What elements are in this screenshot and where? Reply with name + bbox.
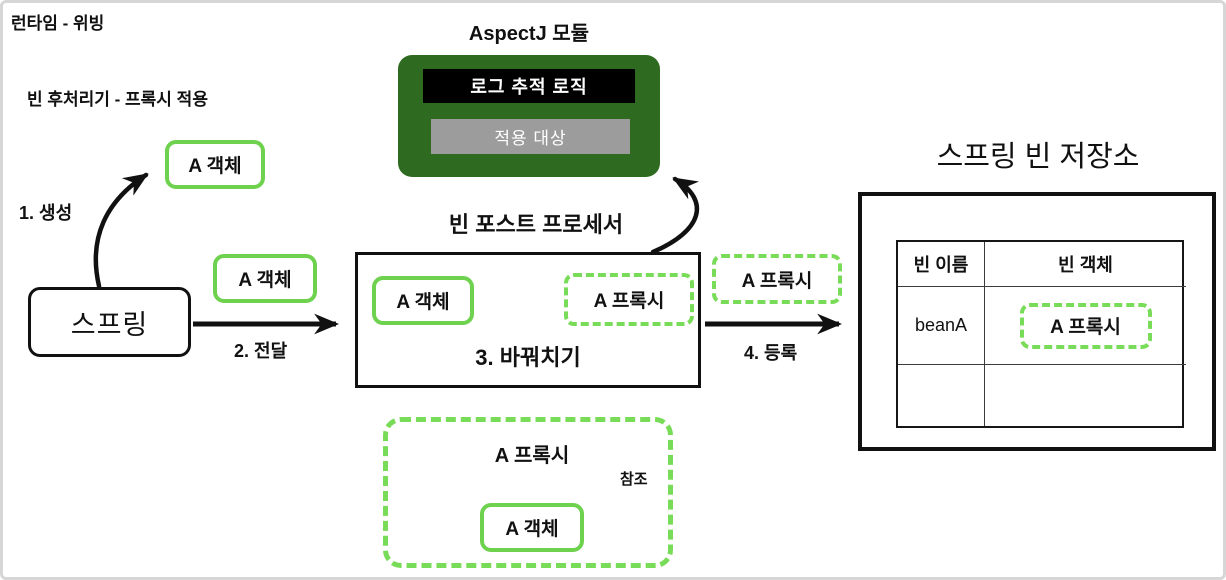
post-processor-title: 빈 포스트 프로세서: [448, 212, 624, 237]
a-proxy-box-in-table: A 프록시: [1019, 302, 1152, 349]
bean-name-value: beanA: [914, 315, 968, 335]
repository-title: 스프링 빈 저장소: [936, 141, 1140, 173]
a-object-box-referenced: A 객체: [480, 503, 584, 552]
a-object-box-inside-processor: A 객체: [372, 276, 474, 325]
bean-table-header-object: 빈 객체: [985, 242, 1186, 287]
step-deliver-label: 2. 전달: [234, 341, 288, 361]
apply-target-label: 적용 대상: [494, 129, 567, 148]
reference-label: 참조: [620, 471, 648, 488]
bean-table: 빈 이름 빈 객체 beanA A 프록시: [896, 240, 1186, 428]
table-row-beanA-object: A 프록시: [985, 287, 1186, 365]
a-object-label: A 객체: [396, 292, 450, 313]
a-proxy-label: A 프록시: [1050, 317, 1121, 338]
aspectj-title: AspectJ 모듈: [468, 23, 590, 45]
a-object-label: A 객체: [238, 270, 292, 291]
a-object-box-delivered: A 객체: [213, 254, 317, 303]
proxy-reference-detail-box: A 프록시 참조 A 객체: [383, 417, 673, 568]
log-trace-logic-box: 로그 추적 로직: [423, 69, 635, 103]
page-title: 런타임 - 위빙: [11, 14, 105, 33]
header-name-label: 빈 이름: [913, 255, 969, 275]
step-create-label: 1. 생성: [19, 203, 73, 223]
repository-box: 빈 이름 빈 객체 beanA A 프록시: [858, 192, 1216, 451]
apply-target-box: 적용 대상: [431, 119, 630, 154]
a-proxy-label-detail: A 프록시: [494, 445, 570, 467]
page-subtitle: 빈 후처리기 - 프록시 적용: [27, 90, 208, 109]
a-object-label: A 객체: [505, 519, 559, 540]
table-row-beanA-name: beanA: [898, 287, 985, 365]
aspectj-module-box: 로그 추적 로직 적용 대상: [398, 55, 660, 177]
table-row-empty-name: [898, 365, 985, 426]
a-object-label: A 객체: [188, 156, 242, 177]
bean-table-header-name: 빈 이름: [898, 242, 985, 287]
post-processor-box: A 객체 A 프록시 3. 바꿔치기: [355, 252, 701, 388]
create-arrow: [93, 172, 149, 289]
step-register-label: 4. 등록: [744, 343, 798, 363]
log-trace-logic-label: 로그 추적 로직: [470, 77, 588, 97]
table-row-empty-object: [985, 365, 1186, 426]
a-proxy-box-inside-processor: A 프록시: [564, 273, 694, 326]
a-proxy-box-registering: A 프록시: [712, 254, 842, 304]
step-swap-label: 3. 바꿔치기: [475, 345, 581, 370]
spring-box: 스프링: [28, 287, 191, 357]
a-proxy-label: A 프록시: [741, 270, 813, 292]
spring-label: 스프링: [70, 309, 149, 340]
a-proxy-label: A 프록시: [593, 291, 665, 312]
header-object-label: 빈 객체: [1058, 255, 1113, 275]
a-object-box-created: A 객체: [165, 140, 265, 189]
